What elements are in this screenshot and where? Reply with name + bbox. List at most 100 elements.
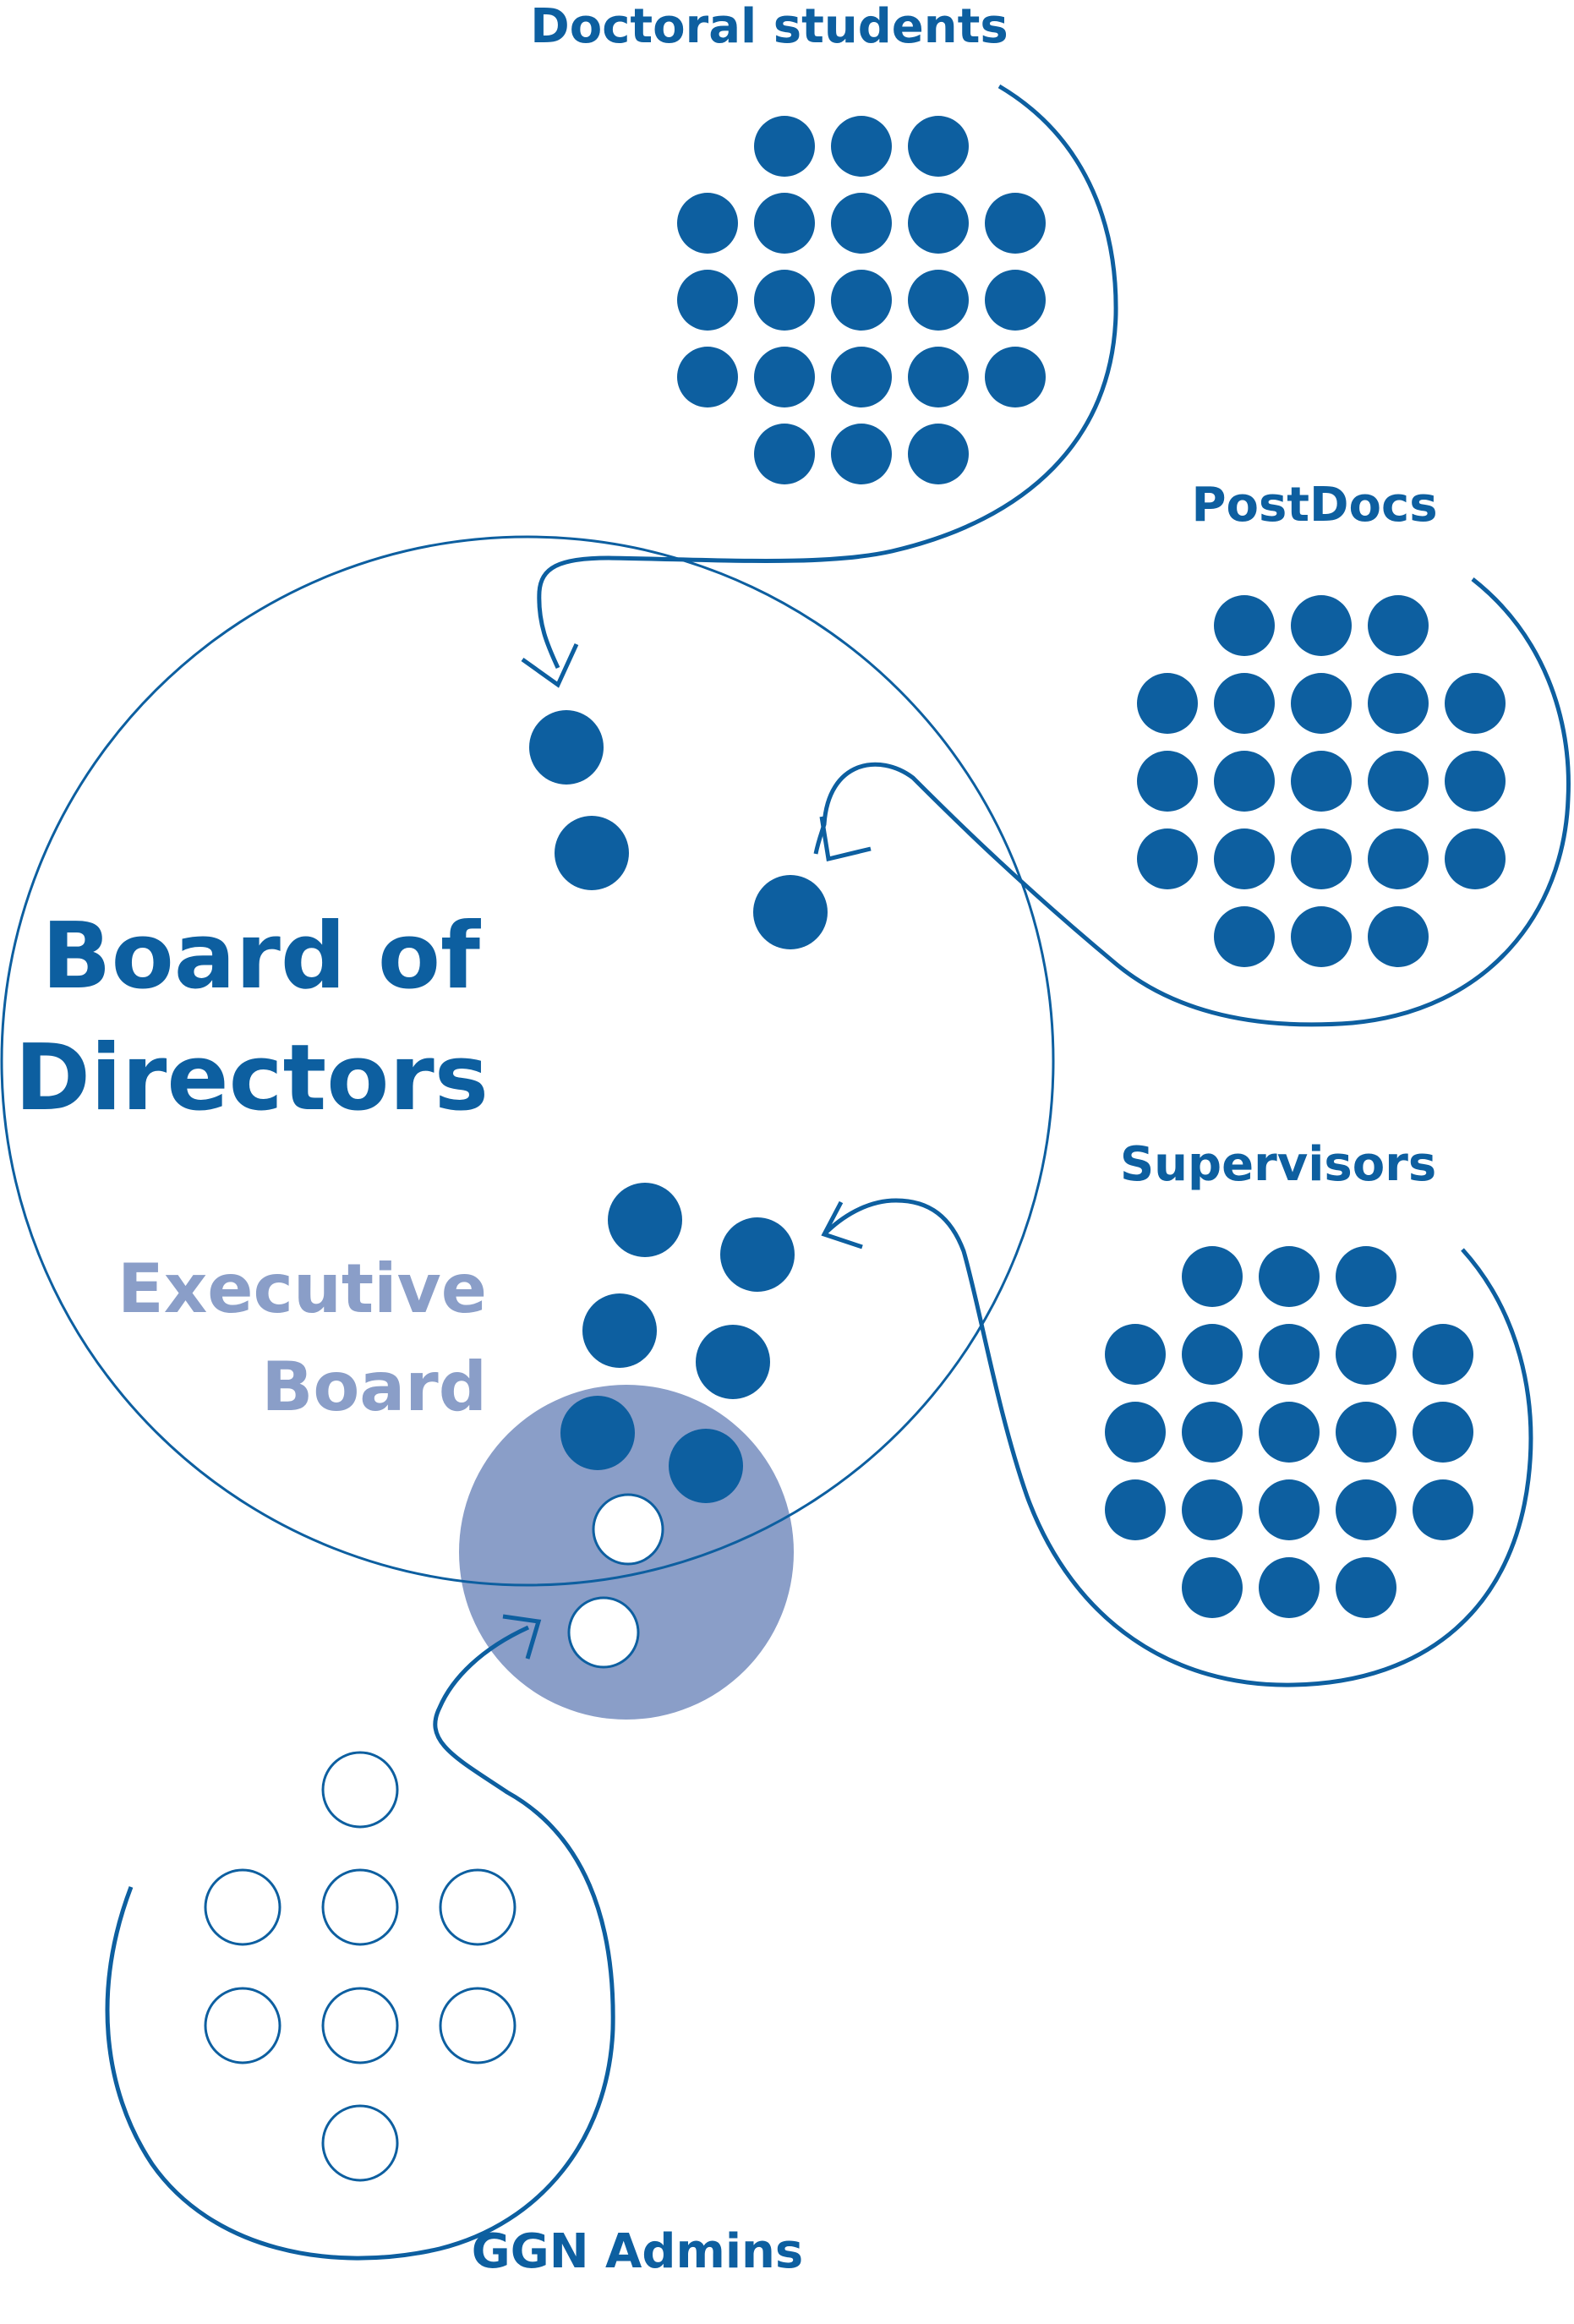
executive-board-label-line2: Board <box>261 1348 487 1426</box>
doctoral-student-dot <box>831 116 892 177</box>
doctoral-student-dot <box>831 193 892 254</box>
supervisor-dot <box>1413 1324 1473 1385</box>
doctoral-student-dot <box>985 193 1046 254</box>
postdoc-dot <box>1137 828 1198 889</box>
doctoral-student-dot <box>754 193 815 254</box>
supervisor-dot <box>1336 1402 1396 1463</box>
postdoc-dot <box>1368 906 1429 967</box>
ggn-admins-members <box>204 1751 516 2182</box>
ggn-admins-label: GGN Admins <box>472 2224 803 2279</box>
postdoc-dot <box>1137 751 1198 812</box>
ggn-admin-dot <box>321 2104 399 2182</box>
postdoc-dot <box>1291 906 1352 967</box>
doctoral-student-dot <box>908 424 969 484</box>
supervisor-dot <box>1336 1479 1396 1540</box>
executive-admin-dot <box>592 1493 664 1566</box>
postdoc-dot <box>1214 828 1275 889</box>
ggn-admin-dot <box>439 1987 516 2064</box>
supervisor-dot <box>1336 1557 1396 1618</box>
doctoral-student-dot <box>754 347 815 407</box>
board-of-directors-label-line2: Directors <box>14 1025 489 1131</box>
supervisor-dot <box>1259 1324 1320 1385</box>
board-of-directors-label-line1: Board of <box>41 904 481 1009</box>
postdoc-dot <box>1137 673 1198 734</box>
board-member-dot <box>555 816 629 890</box>
doctoral-students-enclosure <box>537 84 1118 670</box>
supervisor-dot <box>1182 1402 1243 1463</box>
supervisor-dot <box>1336 1324 1396 1385</box>
supervisor-dot <box>1259 1479 1320 1540</box>
doctoral-student-dot <box>831 270 892 331</box>
supervisors-members <box>1105 1246 1473 1618</box>
postdoc-dot <box>1291 673 1352 734</box>
doctoral-student-dot <box>677 193 738 254</box>
doctoral-student-dot <box>908 193 969 254</box>
doctoral-student-dot <box>754 116 815 177</box>
supervisor-dot <box>1105 1324 1166 1385</box>
postdoc-dot <box>1214 595 1275 656</box>
board-member-dot <box>753 875 828 949</box>
supervisors-enclosure <box>823 1198 1533 1687</box>
ggn-admin-dot <box>321 1987 399 2064</box>
supervisor-dot <box>1413 1402 1473 1463</box>
ggn-admin-dot <box>204 1987 281 2064</box>
supervisor-dot <box>1105 1479 1166 1540</box>
doctoral-students-label: Doctoral students <box>530 0 1008 54</box>
postdoc-dot <box>1214 673 1275 734</box>
postdoc-dot <box>1445 828 1506 889</box>
supervisor-dot <box>1182 1557 1243 1618</box>
supervisor-dot <box>1182 1479 1243 1540</box>
postdocs-arrowhead-icon <box>819 816 872 862</box>
ggn-admin-dot <box>321 1868 399 1946</box>
supervisor-dot <box>1259 1246 1320 1307</box>
executive-admin-dot <box>567 1596 640 1669</box>
board-member-dot <box>696 1325 770 1399</box>
supervisor-dot <box>1182 1246 1243 1307</box>
postdoc-dot <box>1445 673 1506 734</box>
postdoc-dot <box>1291 595 1352 656</box>
postdoc-dot <box>1291 828 1352 889</box>
postdoc-dot <box>1368 595 1429 656</box>
board-member-dot <box>560 1396 635 1470</box>
ggn-admin-dot <box>439 1868 516 1946</box>
board-member-dot <box>582 1293 657 1368</box>
postdoc-dot <box>1445 751 1506 812</box>
postdoc-dot <box>1368 828 1429 889</box>
doctoral-student-dot <box>754 424 815 484</box>
supervisor-dot <box>1259 1402 1320 1463</box>
postdoc-dot <box>1291 751 1352 812</box>
supervisor-dot <box>1182 1324 1243 1385</box>
postdocs-enclosure <box>813 577 1571 1027</box>
doctoral-student-dot <box>677 270 738 331</box>
supervisor-dot <box>1259 1557 1320 1618</box>
board-of-directors-circle <box>0 535 1055 1587</box>
supervisors-label: Supervisors <box>1120 1137 1436 1192</box>
doctoral-student-dot <box>985 270 1046 331</box>
board-member-dot <box>720 1217 795 1292</box>
postdoc-dot <box>1368 673 1429 734</box>
postdoc-dot <box>1368 751 1429 812</box>
doctoral-students-members <box>677 116 1046 484</box>
postdocs-members <box>1137 595 1506 967</box>
supervisor-dot <box>1413 1479 1473 1540</box>
ggn-admin-dot <box>204 1868 281 1946</box>
doctoral-student-dot <box>908 270 969 331</box>
postdoc-dot <box>1214 751 1275 812</box>
board-members <box>529 710 828 1669</box>
postdocs-label: PostDocs <box>1191 478 1437 533</box>
board-member-dot <box>608 1183 682 1257</box>
doctoral-student-dot <box>908 347 969 407</box>
doctoral-student-dot <box>908 116 969 177</box>
supervisors-arrowhead-icon <box>821 1200 863 1249</box>
doctoral-student-dot <box>831 347 892 407</box>
postdoc-dot <box>1214 906 1275 967</box>
board-member-dot <box>669 1429 743 1503</box>
doctoral-student-dot <box>985 347 1046 407</box>
ggn-admins-arrowhead-icon <box>502 1614 542 1660</box>
ggn-admin-dot <box>321 1751 399 1829</box>
ggn-admins-enclosure <box>105 1625 615 2261</box>
executive-board-label-line1: Executive <box>118 1249 487 1328</box>
supervisor-dot <box>1105 1402 1166 1463</box>
doctoral-student-dot <box>754 270 815 331</box>
